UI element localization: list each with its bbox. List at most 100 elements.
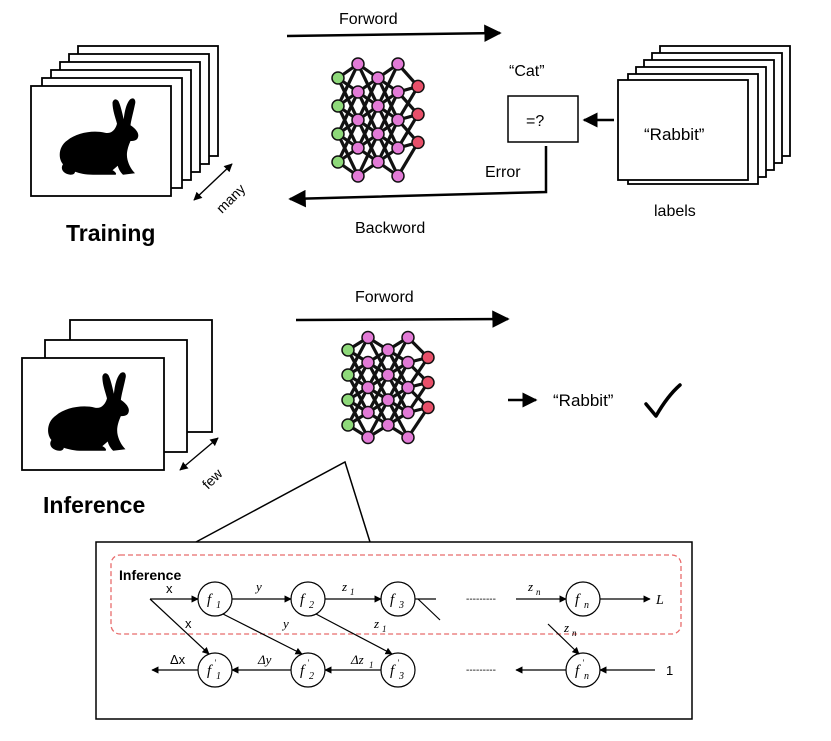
inference-title: Inference <box>43 492 145 518</box>
network-edge <box>336 119 360 163</box>
labels-caption: labels <box>654 203 696 220</box>
forward-node-sub: 2 <box>309 600 314 611</box>
network-node <box>381 418 395 432</box>
network-node <box>401 380 415 395</box>
forward-edge-label: x <box>166 581 173 596</box>
diagonal-edge-label: y <box>281 616 289 631</box>
network-node <box>331 71 345 85</box>
forward-node <box>380 581 416 617</box>
network-edge <box>346 336 370 376</box>
backward-node-label: f <box>575 663 581 679</box>
network-node <box>331 155 345 169</box>
many-label: many <box>213 181 249 217</box>
forward-node <box>290 581 326 617</box>
network-node <box>391 113 405 127</box>
backward-ellipsis: --------- <box>466 665 496 676</box>
forward-edge-label-sub: n <box>536 587 541 597</box>
backward-edge-label: Δz <box>350 652 364 667</box>
backward-node-label: f <box>390 663 396 679</box>
cat-label: “Cat” <box>509 63 545 80</box>
network-node <box>371 155 385 169</box>
error-label: Error <box>485 164 521 181</box>
network-node <box>371 99 385 113</box>
training-title: Training <box>66 220 155 246</box>
inference-forward-arrow <box>295 310 510 328</box>
network-node <box>401 355 415 370</box>
backward-arrow <box>288 146 548 208</box>
training-forward-label: Forword <box>339 11 398 28</box>
network-node <box>391 85 405 99</box>
network-node <box>341 368 355 382</box>
detail-inference-label: Inference <box>119 567 181 583</box>
network-edge <box>356 77 380 121</box>
training-image-stack <box>30 45 219 197</box>
forward-edge-diagonal <box>417 598 441 621</box>
forward-ellipsis: --------- <box>466 594 496 605</box>
backward-node-sub: 2 <box>309 671 314 682</box>
result-label: “Rabbit” <box>553 391 614 410</box>
diagonal-edge <box>222 613 303 655</box>
forward-edge-label-sub: 1 <box>350 587 355 597</box>
compare-label: =? <box>526 113 544 130</box>
network-node <box>421 350 435 365</box>
inference-forward-label: Forword <box>355 289 414 306</box>
few-label: few <box>199 465 226 492</box>
detail-panel <box>95 541 693 720</box>
rabbit-label-text: “Rabbit” <box>644 125 705 144</box>
forward-node-label: f <box>575 592 581 608</box>
network-node <box>341 418 355 432</box>
forward-node <box>565 581 601 617</box>
diagonal-edge-label-sub: n <box>572 628 577 638</box>
network-node <box>351 169 365 183</box>
training-neural-network <box>331 57 425 183</box>
forward-node-sub: n <box>584 600 589 611</box>
network-node <box>401 430 415 445</box>
forward-edge-label: z <box>527 579 533 594</box>
network-edge <box>346 386 370 426</box>
backward-edge-label: Δy <box>257 652 272 667</box>
backward-input-label: 1 <box>666 663 673 678</box>
backward-node-label: f <box>300 663 306 679</box>
diagonal-edge-label: z <box>373 616 379 631</box>
network-node <box>351 141 365 155</box>
diagonal-edge-label: z <box>563 620 569 635</box>
network-edge <box>366 349 390 389</box>
backward-node-sub: n <box>584 671 589 682</box>
inference-image-stack <box>21 319 213 471</box>
network-edge <box>356 133 380 177</box>
network-node <box>361 330 375 345</box>
backward-node-sub: 3 <box>398 671 404 682</box>
many-indicator: many <box>193 163 249 217</box>
backward-node-label: f <box>207 663 213 679</box>
diagonal-edge <box>149 598 210 655</box>
network-node <box>381 393 395 407</box>
backward-node-sub: 1 <box>216 671 221 682</box>
network-edge <box>346 361 370 401</box>
network-node <box>361 380 375 395</box>
training-backward-label: Backword <box>355 220 425 237</box>
forward-node-sub: 1 <box>216 600 221 611</box>
network-node <box>331 99 345 113</box>
network-node <box>331 127 345 141</box>
network-node <box>351 85 365 99</box>
network-edge <box>356 105 380 149</box>
network-node <box>401 330 415 345</box>
network-node <box>341 393 355 407</box>
network-node <box>421 400 435 415</box>
network-node <box>341 343 355 357</box>
network-node <box>411 107 425 122</box>
forward-node-label: f <box>207 592 213 608</box>
forward-edge-label: y <box>254 579 262 594</box>
network-node <box>361 355 375 370</box>
backward-edge-label: Δx <box>170 652 186 667</box>
forward-node <box>197 581 233 617</box>
network-edge <box>366 374 390 414</box>
inference-dashed-box <box>110 554 682 635</box>
labels-stack: “Rabbit” <box>617 45 791 185</box>
backward-edge-label-sub: 1 <box>369 660 374 670</box>
network-node <box>361 405 375 420</box>
network-edge <box>386 336 410 376</box>
